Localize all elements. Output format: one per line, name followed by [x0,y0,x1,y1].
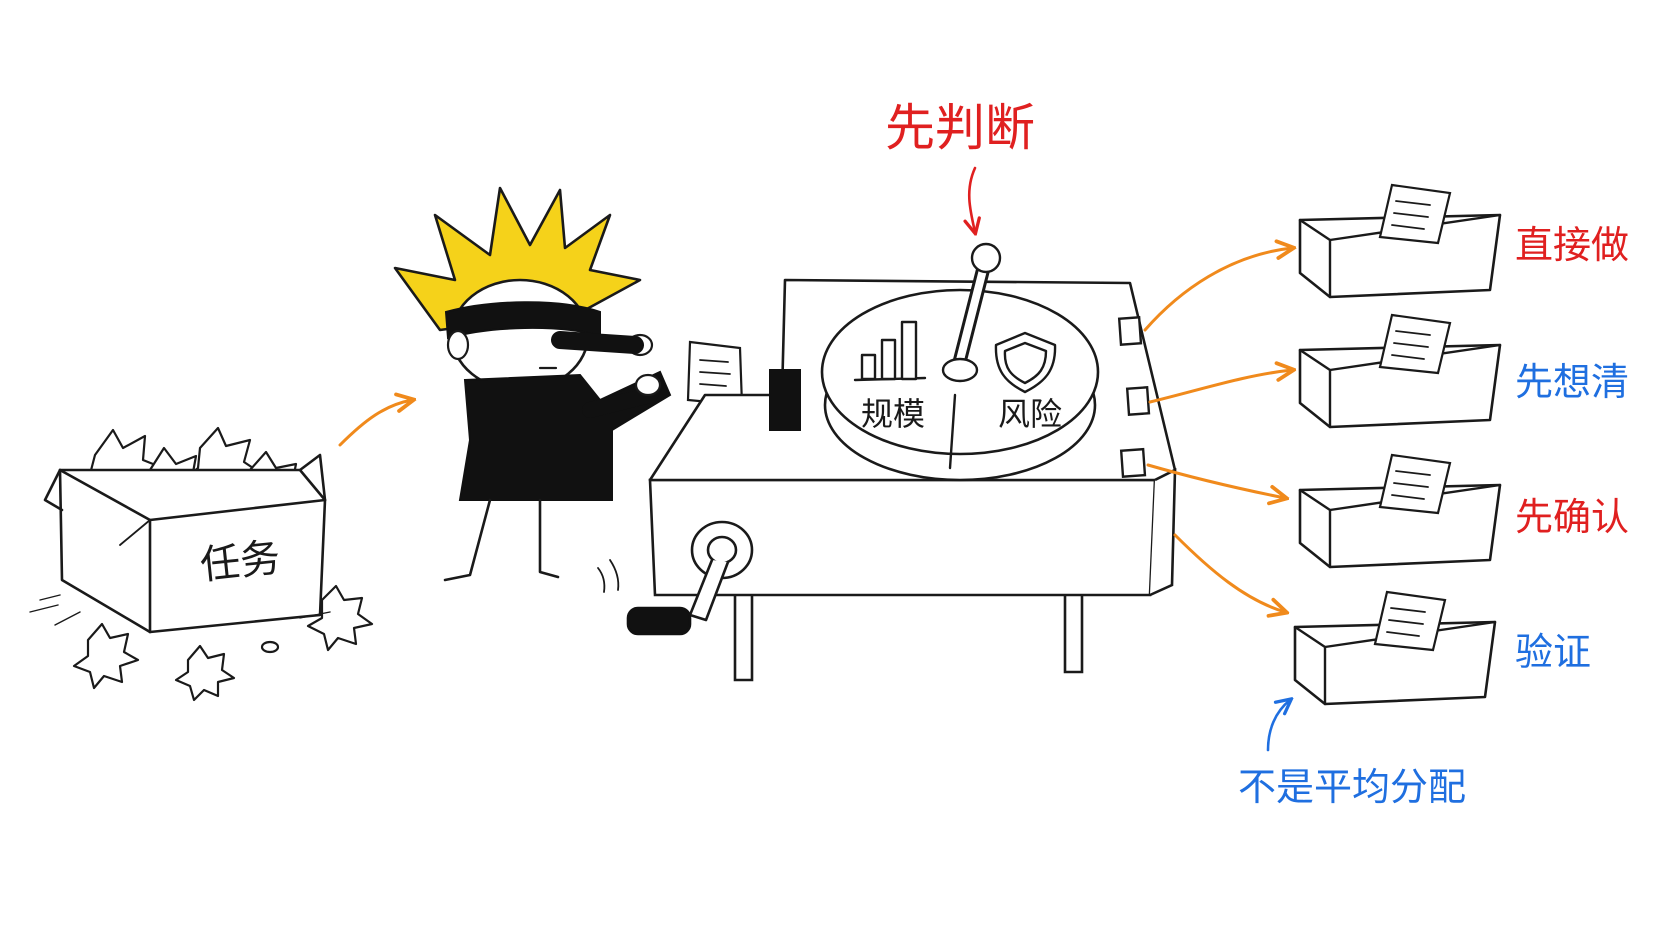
output-label-direct: 直接做 [1515,223,1629,267]
spiky-hair [393,186,642,332]
output-tray [1293,590,1497,706]
dial-right-label: 风险 [998,395,1062,433]
hand-crank [597,520,754,636]
blindfolded-person [393,186,744,582]
shield-icon [994,331,1057,394]
output-label-verify: 验证 [1515,630,1591,674]
output-labels: 直接做 先想清 先确认 验证 [1515,223,1629,674]
output-trays [1293,183,1502,706]
arrow-judge-to-lever [969,166,975,232]
task-box: 任务 [29,426,374,702]
sorting-machine: 规模 风险 [597,242,1177,682]
arrow-note-to-tray [1266,700,1290,752]
output-label-think: 先想清 [1515,360,1629,404]
output-arrows [1143,248,1292,612]
output-tray [1298,183,1502,299]
not-even-distribution-note: 不是平均分配 [1238,765,1466,809]
dial: 规模 风险 [820,288,1100,482]
bar-chart-icon [853,320,927,382]
output-tray [1298,453,1502,569]
output-label-confirm: 先确认 [1515,495,1629,539]
arrow-box-to-person [338,400,412,447]
output-slots [1117,316,1151,478]
output-tray [1298,313,1502,429]
task-box-label: 任务 [198,535,282,589]
dial-left-label: 规模 [861,395,925,433]
lever [941,242,1002,383]
judge-first-label: 先判断 [885,99,1035,157]
